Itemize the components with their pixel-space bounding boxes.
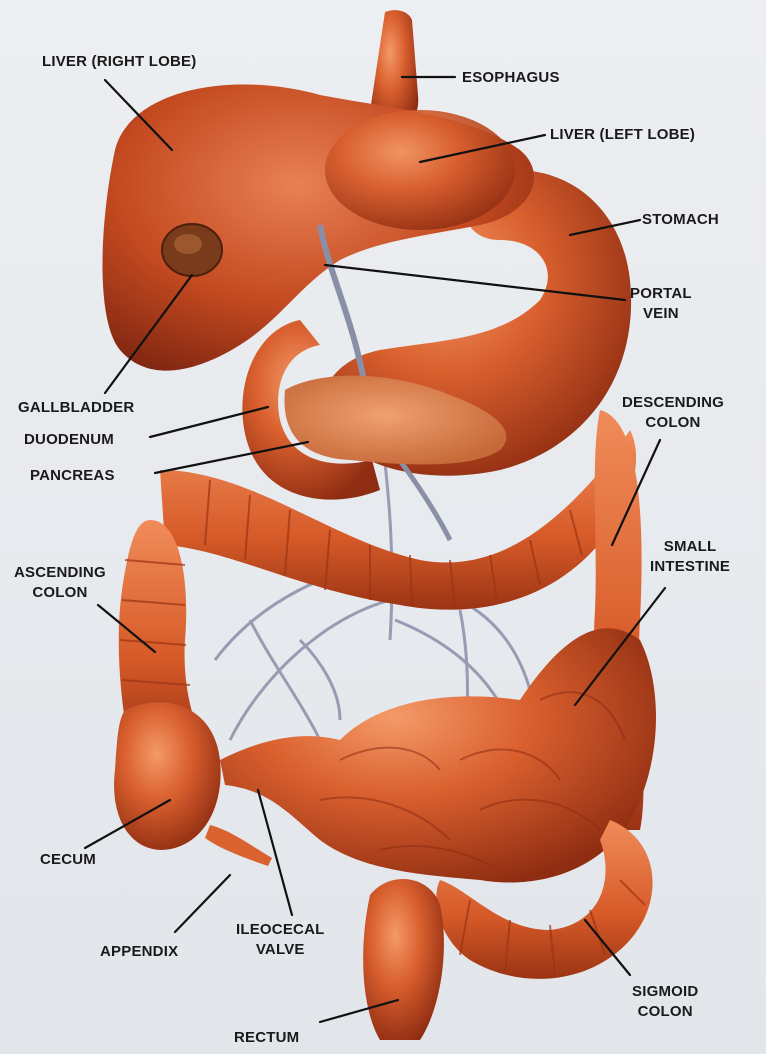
label-ascending-colon: ASCENDING COLON xyxy=(14,563,106,603)
label-stomach: STOMACH xyxy=(642,210,719,230)
label-liver-left-lobe: LIVER (LEFT LOBE) xyxy=(550,125,695,145)
label-esophagus: ESOPHAGUS xyxy=(462,68,560,88)
cecum-organ xyxy=(114,702,221,850)
small-intestine-organ xyxy=(220,628,656,882)
label-descending-colon: DESCENDING COLON xyxy=(622,393,724,433)
label-pancreas: PANCREAS xyxy=(30,466,115,486)
label-gallbladder: GALLBLADDER xyxy=(18,398,134,418)
label-liver-right-lobe: LIVER (RIGHT LOBE) xyxy=(42,52,196,72)
label-appendix: APPENDIX xyxy=(100,942,178,962)
label-sigmoid-colon: SIGMOID COLON xyxy=(632,982,698,1022)
label-ileocecal-valve: ILEOCECAL VALVE xyxy=(236,920,324,960)
rectum-organ xyxy=(363,879,444,1040)
label-small-intestine: SMALL INTESTINE xyxy=(650,537,730,577)
label-duodenum: DUODENUM xyxy=(24,430,114,450)
label-rectum: RECTUM xyxy=(234,1028,299,1048)
label-cecum: CECUM xyxy=(40,850,96,870)
label-portal-vein: PORTAL VEIN xyxy=(630,284,692,324)
appendix-organ xyxy=(205,825,272,866)
